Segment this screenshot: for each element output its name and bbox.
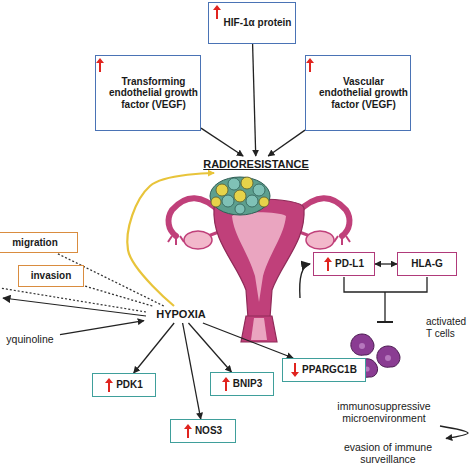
arrow-shape (184, 424, 192, 438)
arrow-shape (324, 257, 332, 271)
node-text: NOS3 (195, 425, 222, 437)
factor-box: Transforming endothelial growth factor (… (95, 55, 201, 131)
process-box: invasion (18, 265, 84, 287)
fimbriae (168, 236, 184, 245)
vaginal-canal (251, 318, 267, 340)
fallopian-tube (298, 198, 349, 236)
gene-box: BNIP3 (210, 372, 274, 396)
node-text: evasion of immune surveillance (330, 441, 446, 465)
ovary (306, 231, 334, 249)
decrease-arrow (291, 363, 299, 377)
increase-arrow (184, 424, 192, 438)
arrow-shape (306, 58, 314, 72)
dotted-connector (84, 286, 152, 306)
inhibition-bar (377, 321, 393, 323)
arrow-connector (203, 323, 293, 358)
vagina (241, 316, 277, 342)
arrow-connector (183, 323, 201, 419)
increase-arrow (96, 58, 104, 72)
outcome-text: immunosuppressive microenvironment (322, 398, 446, 426)
uterine-cavity (232, 212, 286, 302)
node-text: PDK1 (116, 379, 143, 391)
gene-box: NOS3 (170, 419, 236, 443)
compound-label: yquinoline (0, 332, 60, 347)
cell-label: activated T cells (426, 316, 474, 340)
arrow-connector (134, 323, 174, 373)
increase-arrow (105, 378, 113, 392)
arrow-connector (201, 128, 243, 156)
arrow-shape (222, 377, 230, 391)
gene-box: PDK1 (92, 373, 156, 397)
inhibition-stem (384, 292, 385, 322)
node-text: HIF-1α protein (224, 17, 292, 29)
node-text: HLA-G (411, 258, 443, 270)
gene-box: PPARGC1B (282, 358, 366, 382)
outcome-heading: RADIORESISTANCE (196, 156, 316, 173)
increase-arrow (213, 5, 221, 19)
factor-box: HIF-1α protein (208, 2, 296, 44)
tumor-cluster (210, 177, 270, 215)
ovary (184, 231, 212, 249)
arrow-connector (268, 130, 305, 156)
uterus-body (214, 199, 304, 318)
condition-heading: HYPOXIA (144, 306, 218, 323)
node-text: BNIP3 (233, 378, 262, 390)
node-text: Vascular endothelial growth factor (VEGF… (317, 76, 410, 111)
arrow-shape (213, 5, 221, 19)
curved-arrow (300, 264, 310, 298)
arrow-connector (375, 263, 397, 264)
arrow-shape (291, 363, 299, 377)
arrow-shape (105, 378, 113, 392)
node-text: Transforming endothelial growth factor (… (107, 76, 200, 111)
node-text: immunosuppressive microenvironment (322, 400, 446, 424)
arrow-connector (60, 321, 144, 335)
protein-box: HLA-G (397, 252, 457, 276)
node-text: invasion (31, 270, 72, 282)
leader-arrow (3, 298, 146, 316)
node-text: PD-L1 (335, 258, 364, 270)
protein-box: PD-L1 (313, 252, 375, 276)
node-text: migration (12, 237, 58, 249)
arrow-connector (440, 426, 468, 439)
outcome-text: evasion of immune surveillance (330, 438, 446, 468)
factor-box: Vascular endothelial growth factor (VEGF… (305, 55, 411, 131)
increase-arrow (222, 377, 230, 391)
inhibition-bracket (344, 277, 427, 292)
arrow-connector (127, 173, 214, 306)
arrow-connector (188, 323, 231, 372)
increase-arrow (324, 257, 332, 271)
arrow-shape (96, 58, 104, 72)
arrow-connector (253, 44, 256, 156)
fimbriae (334, 236, 350, 245)
node-text: RADIORESISTANCE (203, 158, 309, 171)
increase-arrow (306, 58, 314, 72)
node-text: yquinoline (6, 333, 53, 345)
node-text: PPARGC1B (302, 364, 357, 376)
process-box: migration (0, 232, 78, 253)
node-text: HYPOXIA (156, 308, 206, 321)
